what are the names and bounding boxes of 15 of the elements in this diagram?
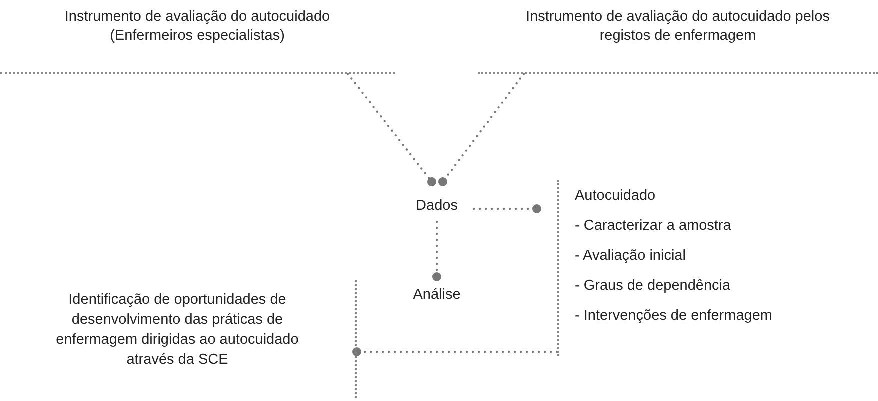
list-item: - Graus de dependência [575,277,731,296]
dotted-connector [346,72,436,186]
dotted-connector [432,220,442,282]
node-label: Instrumento de avaliação do autocuidado (Enfermeiros especialistas) [64,8,332,46]
dotted-connector [352,348,558,356]
node-label: Instrumento de avaliação do autocuidado pelos registos de enfermagem [525,8,831,46]
list-item: - Intervenções de enfermagem [575,307,772,326]
dotted-connector [438,72,526,186]
list-item: - Avaliação inicial [575,247,686,266]
node-label: Dados [416,197,458,216]
list-heading: Autocuidado [575,187,656,206]
dotted-connector [472,204,542,214]
node-label: Análise [413,286,461,306]
list-item: - Caracterizar a amostra [575,217,732,236]
node-label: Identificação de oportunidades de desenvolvimento das práticas de enfermagem dirigidas ao autocuidado através da SCE [55,291,300,370]
